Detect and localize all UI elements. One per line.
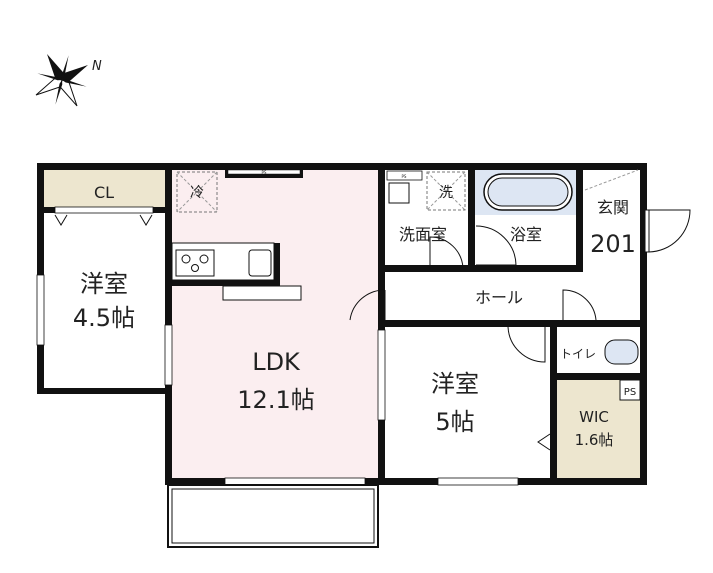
window [164,324,173,386]
toilet-door[interactable] [562,289,597,321]
bathroom-label: 浴室 [510,225,542,244]
western-room-1-name: 洋室 [80,270,128,298]
pipe-space-label: PS [624,387,636,398]
entrance-door[interactable] [648,209,691,253]
washroom-label: 洗面室 [399,225,447,244]
closet-label: CL [94,183,114,202]
washer-space [426,171,466,211]
room-door[interactable] [507,326,546,363]
western-room-2-size: 5帖 [435,408,474,436]
wic-name: WIC [579,408,609,426]
compass-north-label: N [92,59,102,74]
sink-icon [248,249,272,277]
western-room-1-size: 4.5帖 [73,304,135,332]
balcony [167,484,379,548]
compass-icon [35,54,88,107]
hall-label: ホール [475,288,523,307]
wic-size: 1.6帖 [575,431,614,449]
window [437,477,519,486]
unit-number: 201 [590,230,636,258]
washbasin-icon [388,182,410,204]
window [377,329,386,421]
closet-door [54,206,154,214]
window [224,477,366,486]
stove-icon [175,249,215,277]
ldk-size: 12.1帖 [237,386,314,414]
toilet-icon [604,339,639,365]
western-room-2-name: 洋室 [431,370,479,398]
wic-door[interactable] [537,433,551,451]
pipe-space-label-small: PS [402,174,407,179]
ldk-door[interactable] [349,289,386,321]
toilet-label: トイレ [560,347,596,361]
washroom-door[interactable] [429,236,464,269]
pipe-space-label-small: PS [262,170,267,175]
kitchen-cabinet [222,285,302,301]
entrance-label: 玄関 [597,198,629,217]
ldk-name: LDK [252,348,301,376]
closet-floor [43,170,165,212]
fridge-label: 冷 [190,185,204,201]
window [36,274,45,346]
washer-label: 洗 [439,185,453,201]
ldk-floor [172,170,378,478]
fridge-space [176,171,218,213]
bathroom-door[interactable] [475,225,517,266]
